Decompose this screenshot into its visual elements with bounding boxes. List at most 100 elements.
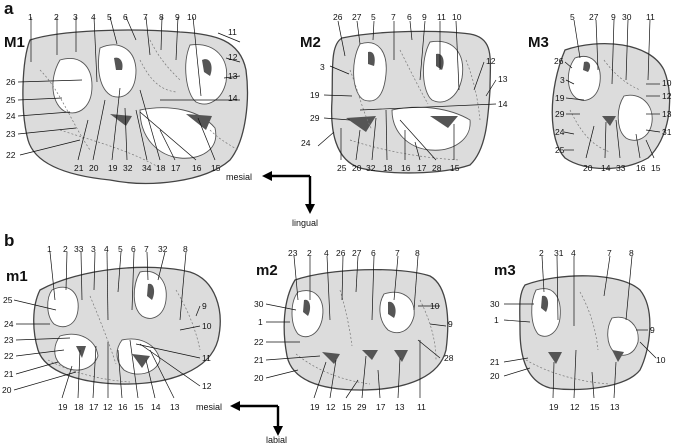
tooth-m3: m3 [494,262,651,391]
structure-number-label: 17 [89,402,99,412]
structure-number-label: 2 [307,248,312,258]
structure-number-label: 8 [159,12,164,22]
structure-number-label: 15 [450,163,460,173]
structure-number-label: 15 [342,402,352,412]
structure-number-label: 12 [662,91,672,101]
m2-numbers: 23 2 4 26 27 6 7 8 30 10 1 9 22 21 28 20… [254,248,454,412]
M2-leaders [317,20,497,161]
structure-number-label: 19 [549,402,559,412]
structure-number-label: 20 [2,385,12,395]
structure-number-label: 29 [310,113,320,123]
structure-number-label: 11 [202,353,211,363]
M1-cusp-paracone [98,44,137,98]
tooth-M2: M2 [300,30,492,174]
structure-number-label: 9 [448,319,453,329]
structure-number-label: 13 [228,71,238,81]
m1-leaders [13,251,201,399]
structure-number-label: 10 [202,321,212,331]
structure-number-label: 10 [187,12,197,22]
structure-number-label: 2 [63,244,68,254]
structure-number-label: 20 [583,163,593,173]
structure-number-label: 9 [650,325,655,335]
orientation-bottom: mesial labial [196,401,287,445]
structure-number-label: 2 [54,12,59,22]
structure-number-label: 1 [494,315,499,325]
structure-number-label: 5 [118,244,123,254]
structure-number-label: 20 [89,163,99,173]
structure-number-label: 20 [352,163,362,173]
structure-number-label: 12 [486,56,496,66]
structure-number-label: 11 [646,12,655,22]
structure-number-label: 14 [228,93,238,103]
structure-number-label: 26 [333,12,343,22]
structure-number-label: 9 [175,12,180,22]
structure-number-label: 22 [6,150,16,160]
structure-number-label: 12 [202,381,212,391]
structure-number-label: 10 [662,78,672,88]
structure-number-label: 14 [498,99,508,109]
structure-number-label: 19 [108,163,118,173]
structure-number-label: 33 [616,163,626,173]
structure-number-label: 32 [366,163,376,173]
structure-number-label: 7 [607,248,612,258]
m3-numbers: 2 31 4 7 8 30 1 9 21 10 20 19 12 15 13 [490,248,666,412]
M3-numbers: 5 27 9 30 11 26 3 10 19 12 29 13 24 31 2… [554,12,672,173]
structure-number-label: 7 [143,12,148,22]
structure-number-label: 31 [554,248,564,258]
structure-number-label: 19 [310,402,320,412]
structure-number-label: 2 [539,248,544,258]
structure-number-label: 7 [144,244,149,254]
tooth-label-M1: M1 [4,34,25,51]
M1-cusp-protocone [52,58,93,114]
structure-number-label: 33 [74,244,84,254]
structure-number-label: 3 [73,12,78,22]
M2-numbers: 26 27 5 7 6 9 11 10 3 12 13 19 14 29 24 … [301,12,508,173]
structure-number-label: 19 [58,402,68,412]
structure-number-label: 34 [142,163,152,173]
orientation-top: mesial lingual [226,171,318,228]
structure-number-label: 16 [118,402,128,412]
structure-number-label: 23 [6,129,16,139]
structure-number-label: 23 [4,335,14,345]
structure-number-label: 1 [28,12,33,22]
structure-number-label: 12 [570,402,580,412]
structure-number-label: 30 [490,299,500,309]
tooth-label-M2: M2 [300,34,321,51]
structure-number-label: 15 [651,163,661,173]
structure-number-label: 25 [3,295,13,305]
label-mesial-top: mesial [226,172,252,182]
structure-number-label: 25 [6,95,16,105]
structure-number-label: 24 [4,319,14,329]
structure-number-label: 6 [123,12,128,22]
structure-number-label: 12 [103,402,113,412]
structure-number-label: 7 [391,12,396,22]
structure-number-label: 12 [326,402,336,412]
M3-leaders [563,19,661,159]
structure-number-label: 4 [91,12,96,22]
structure-number-label: 4 [104,244,109,254]
structure-number-label: 20 [490,371,500,381]
structure-number-label: 27 [352,248,362,258]
structure-number-label: 11 [228,27,237,37]
structure-number-label: 19 [310,90,320,100]
structure-number-label: 5 [107,12,112,22]
structure-number-label: 8 [629,248,634,258]
structure-number-label: 29 [555,109,565,119]
structure-number-label: 5 [371,12,376,22]
m1-numbers: 1 2 33 3 4 5 6 7 32 8 25 9 24 10 23 22 1… [2,244,212,412]
M1-numbers: 1 2 3 4 5 6 7 8 9 10 11 12 13 14 15 16 1… [6,12,238,173]
structure-number-label: 17 [376,402,386,412]
M2-outline [330,30,492,174]
structure-number-label: 13 [170,402,180,412]
structure-number-label: 11 [437,12,446,22]
structure-number-label: 3 [91,244,96,254]
structure-number-label: 29 [357,402,367,412]
structure-number-label: 5 [570,12,575,22]
tooth-label-M3: M3 [528,34,549,51]
structure-number-label: 32 [158,244,168,254]
structure-number-label: 31 [662,127,672,137]
structure-number-label: 23 [288,248,298,258]
structure-number-label: 24 [301,138,311,148]
tooth-label-m1: m1 [6,268,28,285]
